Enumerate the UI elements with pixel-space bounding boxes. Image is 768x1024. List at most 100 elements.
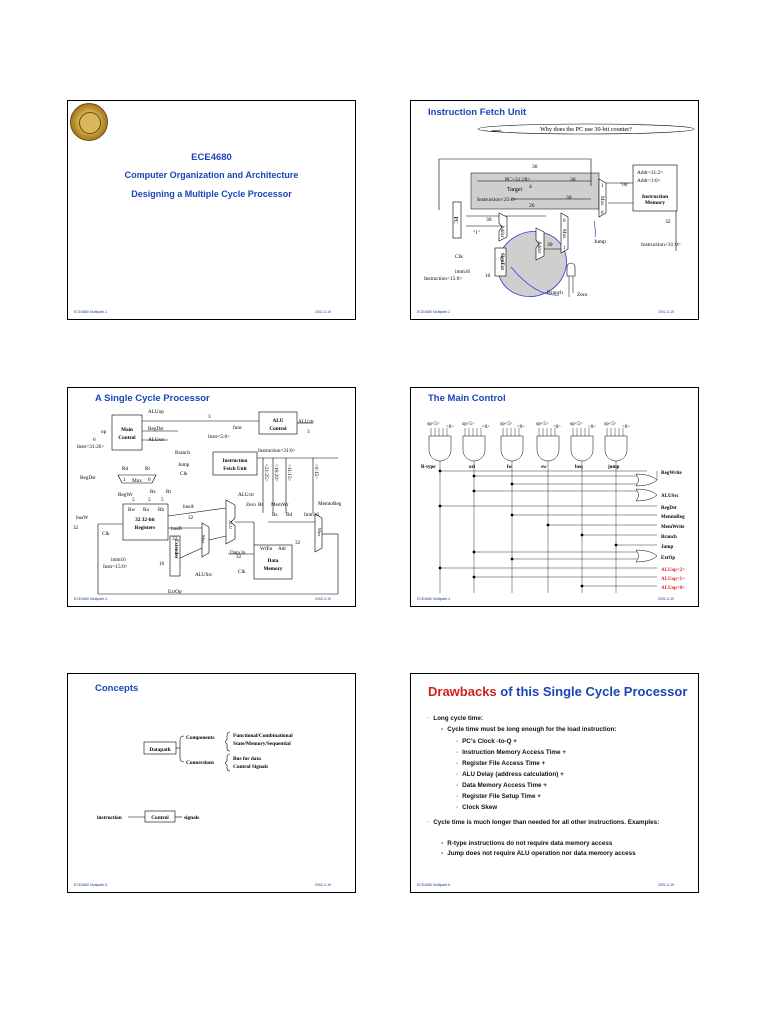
instruction-fetch-diagram: Why does the PC use 30-bit counter? PC: [424, 123, 695, 298]
m0: 0: [148, 477, 151, 483]
rd: Rd: [122, 466, 128, 472]
b1115: <11:15>: [286, 464, 292, 482]
n32e: 32: [295, 540, 301, 546]
slide-4: The Main Control: [410, 387, 699, 607]
instr-5-0: Instr<5:0>: [208, 434, 230, 440]
footer-right: 2002-3-19: [315, 883, 331, 887]
footer-right: 2002-3-19: [658, 310, 674, 314]
single-cycle-diagram: ALUop RegDst ALUsrc Main Control op 6 In…: [73, 409, 342, 595]
zeros: "00": [620, 182, 630, 188]
control-box: Control: [151, 815, 169, 821]
item-7: -Clock Skew: [456, 804, 498, 811]
op5-2: op<5>: [462, 422, 475, 427]
one: "1": [473, 230, 480, 236]
aluctr2: ALUctr: [238, 492, 254, 498]
n32a: 32: [73, 525, 79, 531]
main-control-diagram: op<5> op<5> op<5> op<5> op<5> op<5> <0> …: [421, 422, 685, 593]
op0-2: <0>: [482, 425, 490, 430]
op5-3: op<5>: [500, 422, 513, 427]
components: Components: [186, 735, 215, 741]
op5-1: op<5>: [427, 422, 440, 427]
branch: Branch: [547, 290, 563, 296]
op0-3: <0>: [517, 425, 525, 430]
footer-left: ECE4680 Multipath.1: [74, 310, 108, 314]
lecture-topic: Designing a Multiple Cycle Processor: [131, 189, 292, 199]
bullet-4: •R-type instructions do not require data…: [441, 840, 613, 847]
course-code: ECE4680: [191, 152, 232, 163]
n30e: 30: [547, 242, 553, 248]
alusrc2: ALUSrc: [195, 572, 213, 578]
slide-title: A Single Cycle Processor: [95, 393, 210, 404]
b015: <0:15>: [313, 464, 319, 479]
clk2: Clk: [102, 531, 110, 537]
imm16: imm16: [111, 557, 126, 563]
item-3: -Register File Access Time +: [456, 760, 546, 767]
instr-31-26: Instr<31:26>: [77, 444, 104, 450]
out-memwrite: MemWrite: [661, 525, 685, 530]
ifu-l2: Fetch Unit: [223, 466, 247, 472]
adr: Adr: [278, 546, 286, 552]
imem-l2: Memory: [645, 200, 665, 206]
slide-title: Concepts: [95, 683, 139, 694]
n32d: 32: [236, 554, 242, 560]
connections: Connections: [186, 760, 214, 766]
instr-lw: lw: [507, 465, 512, 470]
regdst2: RegDst: [80, 475, 96, 481]
out-regwrite: RegWrite: [661, 471, 683, 476]
op5-6: op<5>: [604, 422, 617, 427]
aluop: ALUop: [148, 409, 164, 415]
title-emphasis: Drawbacks: [428, 684, 497, 699]
out-jump: Jump: [661, 545, 673, 550]
signext: SignExt: [499, 253, 504, 270]
callout-question: Why does the PC use 30-bit counter?: [540, 126, 632, 133]
imem-l1: Instruction: [642, 194, 668, 200]
footer-left: ECE4680 Multipath.4: [417, 597, 451, 601]
mux2: Mux: [599, 196, 604, 206]
n26: 26: [529, 203, 535, 209]
n5b: 5: [148, 497, 151, 503]
extender: Extender: [173, 539, 178, 560]
op0-1: <0>: [446, 425, 454, 430]
comp-1: Functional/Combinational: [233, 733, 293, 739]
main-l2: Control: [118, 435, 136, 441]
rw: Rw: [128, 507, 135, 513]
n5c: 5: [161, 497, 164, 503]
regs-l1: 32 32-bit: [135, 517, 155, 523]
footer-left: ECE4680 Multipath.2: [417, 310, 451, 314]
n5a: 5: [132, 497, 135, 503]
b2125: <21:25>: [263, 464, 269, 482]
item-1: -PC’s Clock -to-Q +: [456, 738, 517, 745]
instr-rtype: R-type: [421, 465, 436, 470]
mux1-1: 1: [563, 246, 566, 251]
instr-15-0: Instruction<15:0>: [424, 276, 462, 282]
op5-4: op<5>: [536, 422, 549, 427]
imm16: imm16: [455, 269, 470, 275]
branch: Branch: [175, 450, 190, 456]
n16: 16: [485, 273, 491, 279]
university-seal-logo: [70, 103, 108, 141]
op0-6: <0>: [622, 425, 630, 430]
out-branch: Branch: [661, 535, 677, 540]
func: func: [233, 424, 243, 431]
instr-sw: sw: [541, 465, 547, 470]
mux1-0: 0: [563, 219, 566, 224]
title-rest: of this Single Cycle Processor: [496, 684, 688, 699]
ra: Ra: [143, 507, 149, 513]
slide-2: Instruction Fetch Unit Why does the PC u…: [410, 100, 699, 320]
instr-ori: ori: [469, 465, 476, 470]
out-memtoreg: MemtoReg: [661, 515, 685, 520]
alu: ALU: [228, 520, 233, 530]
aluctl-l1: ALU: [273, 418, 284, 424]
mux-label: Mux: [132, 478, 142, 484]
aluctl-l2: Control: [269, 426, 287, 432]
conn-2: Control Signals: [233, 764, 268, 770]
mux2-0: 0: [601, 211, 604, 216]
regdst: RegDst: [148, 426, 164, 432]
rt3: Rt: [258, 502, 263, 508]
jump: Jump: [594, 239, 606, 245]
m1: 1: [123, 477, 126, 483]
addr-31-2: Addr<31:2>: [637, 170, 663, 176]
addr-1-0: Addr<1:0>: [637, 178, 661, 184]
n32b: 32: [172, 536, 178, 542]
memwr: MemWr: [271, 502, 289, 508]
